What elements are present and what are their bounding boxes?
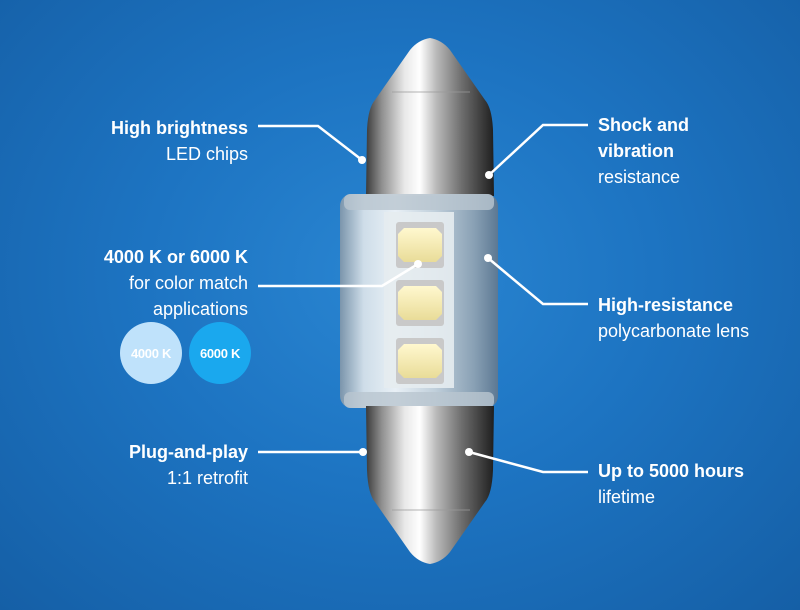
led-chips	[396, 222, 444, 384]
feature-subtitle: resistance	[598, 167, 681, 187]
callout-lines	[258, 123, 588, 474]
feature-title: 4000 K or 6000 K	[103, 247, 248, 267]
feature-subtitle: LED chips	[165, 144, 248, 164]
feature-subtitle: applications	[152, 299, 248, 319]
feature-title: vibration	[598, 141, 675, 161]
feature-high-brightness: High brightness LED chips	[111, 115, 248, 167]
callout-dots	[358, 156, 493, 456]
feature-title: High-resistance	[598, 295, 734, 315]
feature-title: Plug-and-play	[128, 442, 248, 462]
feature-high-resistance-lens: High-resistance polycarbonate lens	[598, 292, 749, 344]
feature-color-temperature: 4000 K or 6000 K for color match applica…	[104, 244, 248, 322]
badge-6000k: 6000 K	[189, 322, 251, 384]
bottom-metal-cap	[366, 406, 494, 564]
feature-subtitle: polycarbonate lens	[598, 321, 750, 341]
feature-plug-and-play: Plug-and-play 1:1 retrofit	[129, 439, 248, 491]
feature-subtitle: for color match	[128, 273, 248, 293]
feature-subtitle: 1:1 retrofit	[166, 468, 248, 488]
feature-subtitle: lifetime	[598, 487, 656, 507]
feature-lifetime: Up to 5000 hours lifetime	[598, 458, 744, 510]
feature-shock-vibration: Shock and vibration resistance	[598, 112, 689, 190]
feature-title: Up to 5000 hours	[598, 461, 745, 481]
feature-title: High brightness	[110, 118, 248, 138]
top-metal-cap	[366, 38, 494, 196]
feature-title: Shock and	[598, 115, 690, 135]
badge-4000k: 4000 K	[120, 322, 182, 384]
